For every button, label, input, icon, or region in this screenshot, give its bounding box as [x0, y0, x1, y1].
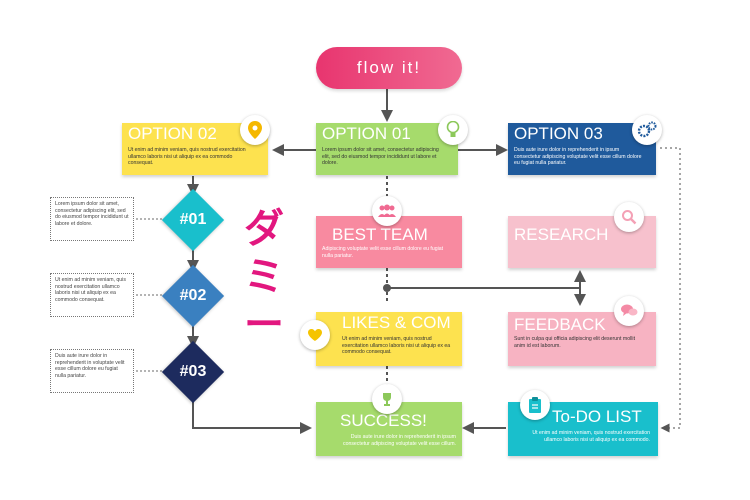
- step-02-diamond[interactable]: #02: [161, 264, 225, 328]
- option-01-title: OPTION 01: [322, 124, 411, 143]
- feedback-card[interactable]: FEEDBACK Sunt in culpa qui officia adipi…: [508, 312, 656, 366]
- magnifier-icon: [614, 202, 644, 232]
- success-text: Duis aute irure dolor in reprehenderit i…: [342, 434, 456, 447]
- clipboard-icon: [520, 390, 550, 420]
- gears-icon: [632, 115, 662, 145]
- research-title: RESEARCH: [514, 225, 609, 244]
- flow-start-button[interactable]: flow it!: [316, 47, 462, 89]
- likes-text: Ut enim ad minim veniam, quis nostrud ex…: [342, 336, 451, 356]
- speech-bubbles-icon: [614, 296, 644, 326]
- todo-title: To-DO LIST: [552, 407, 642, 426]
- step-01-label: #01: [179, 211, 207, 228]
- option-03-card[interactable]: OPTION 03 Duis aute irure dolor in repre…: [508, 123, 656, 175]
- team-icon: [372, 196, 402, 226]
- trophy-icon: [372, 384, 402, 414]
- heart-icon: [300, 320, 330, 350]
- step-01-note: Lorem ipsum dolor sit amet, consectetur …: [50, 197, 134, 241]
- likes-title: LIKES & COM: [342, 313, 451, 332]
- best-team-text: Adipiscing voluptate velit esse cillum d…: [322, 246, 444, 259]
- step-01-diamond[interactable]: #01: [161, 188, 225, 252]
- feedback-text: Sunt in culpa qui officia adipiscing eli…: [514, 336, 636, 349]
- research-card[interactable]: RESEARCH: [508, 216, 656, 268]
- option-02-title: OPTION 02: [128, 124, 217, 143]
- step-03-diamond[interactable]: #03: [161, 340, 225, 404]
- step-03-label: #03: [179, 363, 207, 380]
- option-02-card[interactable]: OPTION 02 Ut enim ad minim veniam, quis …: [122, 123, 268, 175]
- todo-text: Ut enim ad minim veniam, quis nostrud ex…: [532, 430, 650, 443]
- todo-card[interactable]: To-DO LIST Ut enim ad minim veniam, quis…: [508, 402, 658, 456]
- option-01-text: Lorem ipsum dolor sit amet, consectetur …: [322, 147, 439, 167]
- option-01-card[interactable]: OPTION 01 Lorem ipsum dolor sit amet, co…: [316, 123, 458, 175]
- success-title: SUCCESS!: [340, 411, 427, 430]
- option-03-title: OPTION 03: [514, 124, 603, 143]
- feedback-title: FEEDBACK: [514, 315, 606, 334]
- step-03-note: Duis aute irure dolor in reprehenderit i…: [50, 349, 134, 393]
- best-team-title: BEST TEAM: [332, 225, 428, 244]
- option-03-text: Duis aute irure dolor in reprehenderit i…: [514, 147, 642, 167]
- step-02-label: #02: [179, 287, 207, 304]
- step-02-note: Ut enim ad minim veniam, quis nostrud ex…: [50, 273, 134, 317]
- map-pin-icon: [240, 115, 270, 145]
- likes-card[interactable]: LIKES & COM Ut enim ad minim veniam, qui…: [316, 312, 462, 366]
- option-02-text: Ut enim ad minim veniam, quis nostrud ex…: [128, 147, 246, 167]
- lightbulb-icon: [438, 115, 468, 145]
- watermark-text: ダミー: [244, 207, 284, 347]
